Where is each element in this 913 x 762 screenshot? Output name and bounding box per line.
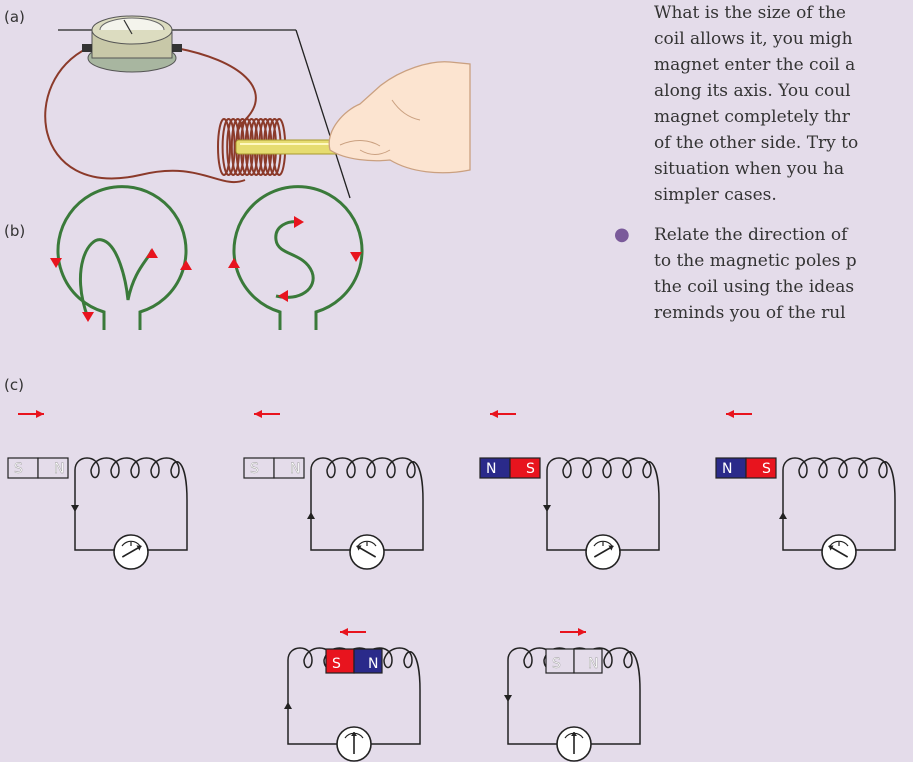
bullet-icon: ● xyxy=(614,224,630,245)
text-line: magnet enter the coil a xyxy=(654,55,856,75)
paragraph-2: ● Relate the direction of to the magneti… xyxy=(614,222,913,326)
paragraph-1: What is the size of the coil allows it, … xyxy=(654,0,913,208)
text-line: What is the size of the xyxy=(654,3,846,23)
label-a: (a) xyxy=(4,8,25,26)
hand-illustration xyxy=(328,61,471,174)
text-line: magnet completely thr xyxy=(654,107,850,127)
label-b: (b) xyxy=(4,222,26,240)
text-block: What is the size of the coil allows it, … xyxy=(614,0,913,326)
galvanometer xyxy=(82,15,182,73)
text-line: the coil using the ideas xyxy=(654,277,855,297)
text-line: situation when you ha xyxy=(654,159,845,179)
text-line: Relate the direction of xyxy=(654,225,848,245)
text-line: reminds you of the rul xyxy=(654,303,846,323)
text-line: to the magnetic poles p xyxy=(654,251,857,271)
text-line: coil allows it, you migh xyxy=(654,29,853,49)
text-line: simpler cases. xyxy=(654,185,777,205)
label-c: (c) xyxy=(4,376,24,394)
text-line: of the other side. Try to xyxy=(654,133,859,153)
text-line: along its axis. You coul xyxy=(654,81,851,101)
